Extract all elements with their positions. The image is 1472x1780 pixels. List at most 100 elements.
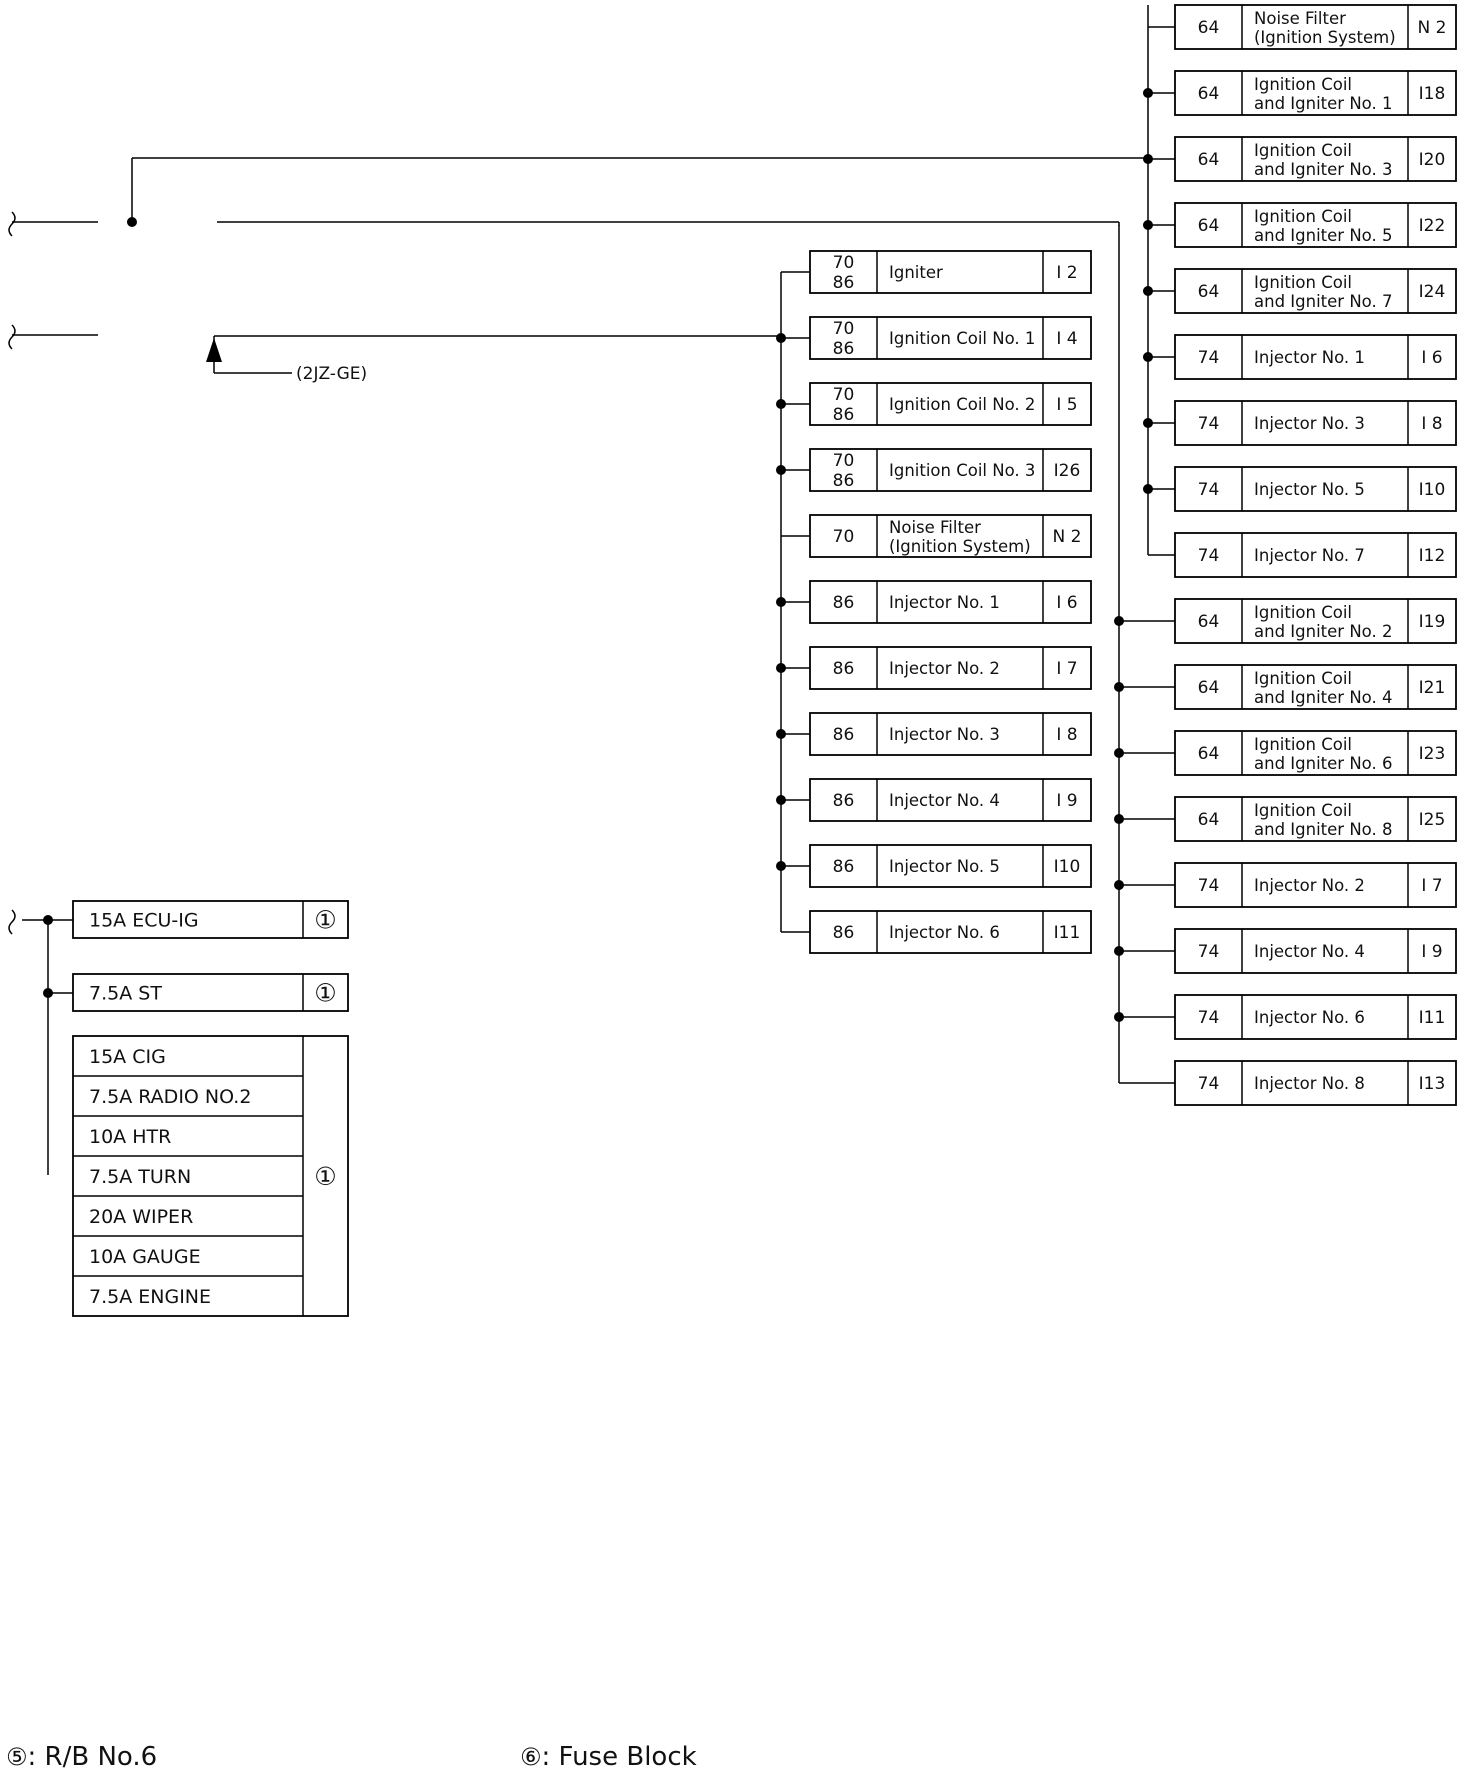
right-pin-label: 64	[1198, 678, 1220, 698]
fuse-label: 7.5A RADIO NO.2	[89, 1086, 251, 1108]
right-component-name: Ignition Coil	[1254, 603, 1352, 622]
right-connector-code: I18	[1419, 84, 1446, 104]
mid-box-frame	[809, 778, 1092, 822]
right-box-frame	[1174, 598, 1457, 644]
right-box-frame	[1174, 466, 1457, 512]
junction-dot	[43, 988, 53, 998]
break-mark-icon	[8, 324, 16, 350]
fuse-label: 15A CIG	[89, 1046, 166, 1068]
right-connector-code: I24	[1419, 282, 1446, 302]
mid-component-name: Igniter	[889, 263, 943, 282]
right-component-name: Ignition Coil	[1254, 669, 1352, 688]
right-box-frame	[1174, 400, 1457, 446]
right-component-name: and Igniter No. 1	[1254, 94, 1392, 113]
right-component-name: Injector No. 5	[1254, 480, 1365, 499]
fuse-label: 10A HTR	[89, 1126, 171, 1148]
right-connector: 74 Injector No. 4 I 9	[1174, 928, 1457, 974]
mid-component-name: Injector No. 2	[889, 659, 1000, 678]
mid-pin-label: 70	[833, 319, 855, 339]
mid-box-frame	[809, 514, 1092, 558]
right-pin-label: 74	[1198, 942, 1220, 962]
right-connector-code: I13	[1419, 1074, 1446, 1094]
right-connector-code: I 8	[1421, 414, 1442, 434]
right-box-frame	[1174, 202, 1457, 248]
right-component-name: and Igniter No. 3	[1254, 160, 1392, 179]
mid-pin-label: 70	[833, 253, 855, 273]
mid-pin-label: 86	[833, 923, 855, 943]
right-pin-label: 74	[1198, 1008, 1220, 1028]
break-mark-icon	[8, 211, 16, 237]
mid-pin-label: 70	[833, 451, 855, 471]
right-pin-label: 64	[1198, 216, 1220, 236]
right-component-name: Ignition Coil	[1254, 207, 1352, 226]
wires	[8, 5, 1175, 1175]
right-box-frame	[1174, 928, 1457, 974]
right-connector: 74 Injector No. 3 I 8	[1174, 400, 1457, 446]
right-box-frame	[1174, 730, 1457, 776]
fuse-group-frame	[72, 1035, 349, 1317]
right-component-name: Injector No. 1	[1254, 348, 1365, 367]
mid-pin-label: 86	[833, 857, 855, 877]
mid-connector-code: I 5	[1056, 395, 1077, 415]
mid-box-frame	[809, 580, 1092, 624]
mid-connector-code: I 9	[1056, 791, 1077, 811]
mid-connector-code: I 2	[1056, 263, 1077, 283]
right-box-frame	[1174, 4, 1457, 50]
mid-component-name: Ignition Coil No. 3	[889, 461, 1035, 480]
mid-connector: 86 Injector No. 5 I10	[809, 844, 1092, 888]
right-box-frame	[1174, 1060, 1457, 1106]
right-component-name: and Igniter No. 5	[1254, 226, 1392, 245]
mid-pin-label: 86	[833, 791, 855, 811]
right-component-name: Ignition Coil	[1254, 75, 1352, 94]
legend-rb6: ⑤: R/B No.6	[6, 1742, 157, 1772]
right-connector-code: I10	[1419, 480, 1446, 500]
mid-connector-code: I11	[1054, 923, 1081, 943]
mid-connector-code: I 8	[1056, 725, 1077, 745]
right-component-name: Ignition Coil	[1254, 801, 1352, 820]
right-pin-label: 64	[1198, 810, 1220, 830]
right-component-name: Injector No. 2	[1254, 876, 1365, 895]
fuse-label: 7.5A ENGINE	[89, 1286, 211, 1308]
right-component-name: Injector No. 3	[1254, 414, 1365, 433]
mid-connector-code: I10	[1054, 857, 1081, 877]
fuse-label: 7.5A ST	[89, 983, 162, 1005]
mid-pin-label: 86	[833, 593, 855, 613]
mid-component-name: Ignition Coil No. 1	[889, 329, 1035, 348]
right-pin-label: 64	[1198, 612, 1220, 632]
right-pin-label: 74	[1198, 1074, 1220, 1094]
mid-component-name: Injector No. 5	[889, 857, 1000, 876]
right-pin-label: 74	[1198, 876, 1220, 896]
variant-arrow-icon	[206, 338, 222, 362]
right-component-name: Injector No. 4	[1254, 942, 1365, 961]
fuse-ref-symbol: ①	[314, 1162, 336, 1191]
right-component-name: (Ignition System)	[1254, 28, 1396, 47]
right-connector-code: I 6	[1421, 348, 1442, 368]
mid-component-name: Noise Filter	[889, 518, 981, 537]
right-box-frame	[1174, 994, 1457, 1040]
right-connector-code: I23	[1419, 744, 1446, 764]
right-component-name: Ignition Coil	[1254, 735, 1352, 754]
mid-box-frame	[809, 382, 1092, 426]
mid-pin-label: 86	[833, 725, 855, 745]
legend-rb6-symbol: ⑤	[6, 1743, 28, 1771]
mid-box-frame	[809, 712, 1092, 756]
right-component-name: Ignition Coil	[1254, 273, 1352, 292]
right-pin-label: 74	[1198, 414, 1220, 434]
fuse-label: 15A ECU-IG	[89, 910, 199, 932]
right-connector-code: I21	[1419, 678, 1446, 698]
right-connector-code: I25	[1419, 810, 1446, 830]
right-box-frame	[1174, 136, 1457, 182]
right-connector-code: I 9	[1421, 942, 1442, 962]
mid-box-frame	[809, 448, 1092, 492]
right-connector-code: I12	[1419, 546, 1446, 566]
right-connector-code: I22	[1419, 216, 1446, 236]
